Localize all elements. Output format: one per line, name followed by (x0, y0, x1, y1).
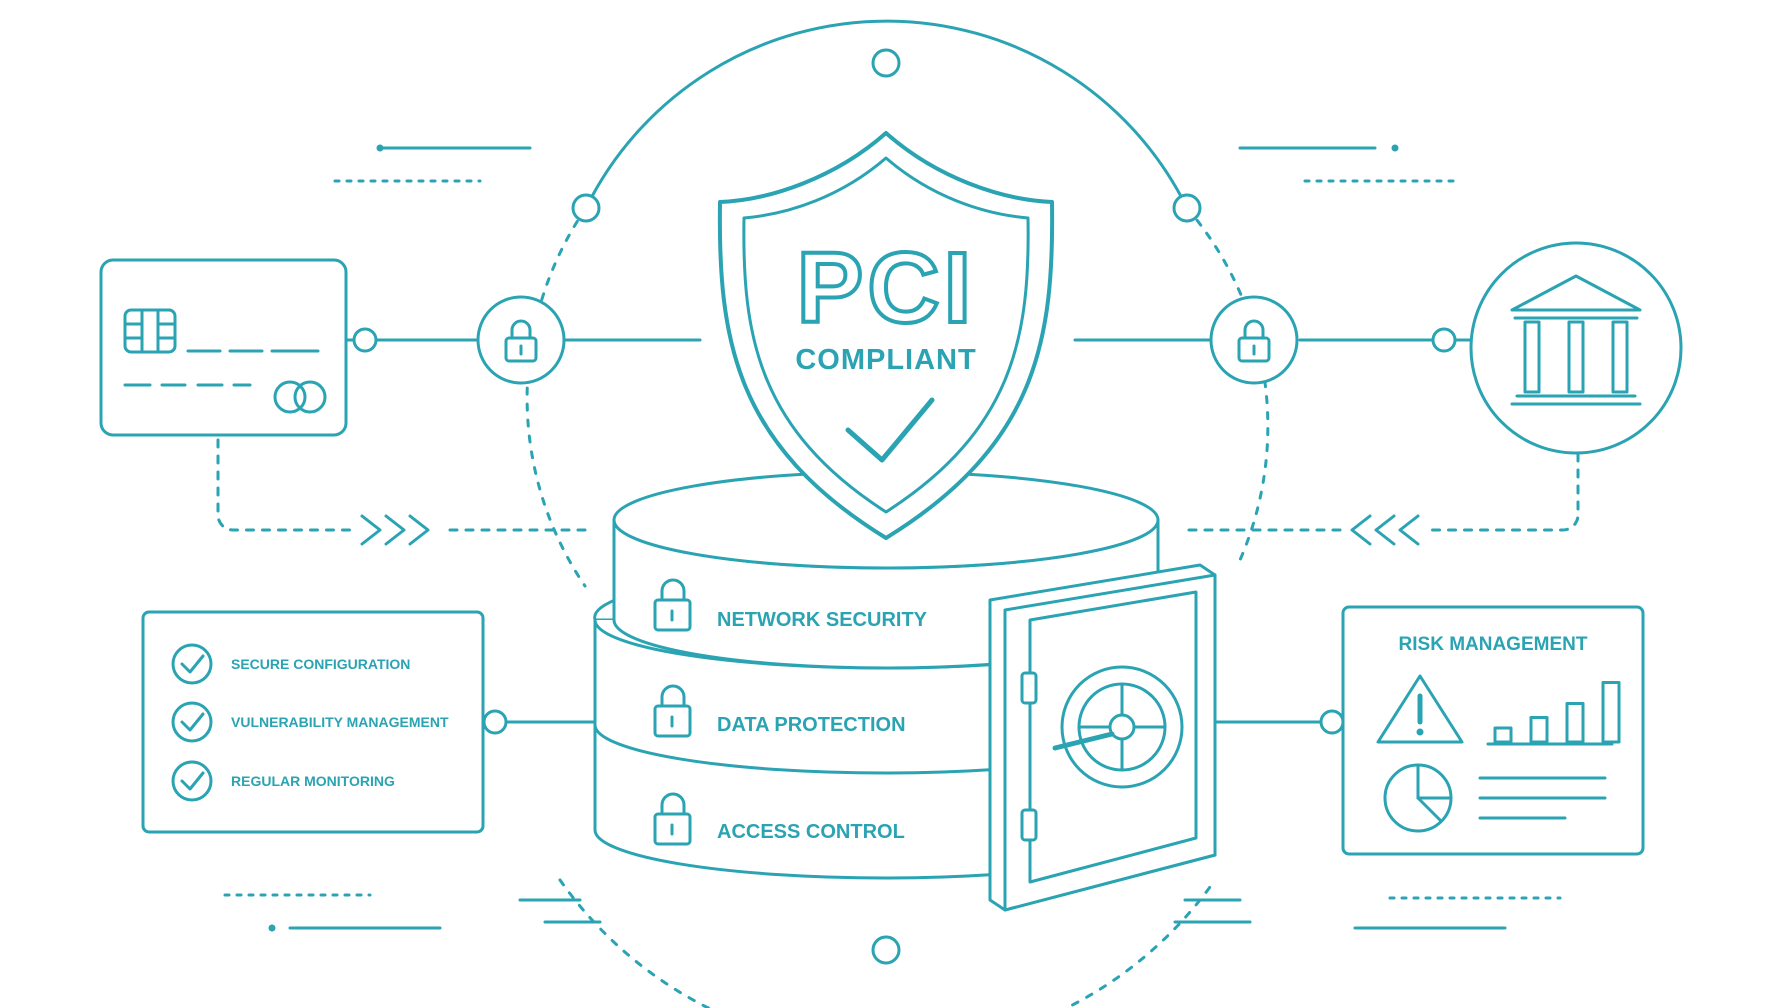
flow-in-left (216, 438, 587, 546)
flow-in-right (1183, 452, 1580, 546)
lock-icon-layer-1 (653, 578, 692, 632)
risk-bar (1493, 726, 1513, 744)
credit-card-icon (99, 258, 348, 437)
layer-label-1: NETWORK SECURITY (717, 609, 928, 631)
shield-icon (717, 131, 1055, 540)
orbit-node-bottom (871, 935, 901, 965)
layer-label-3: ACCESS CONTROL (717, 821, 905, 843)
safe-icon (988, 563, 1217, 912)
lock-icon (476, 295, 566, 385)
decor-lines (223, 144, 1562, 932)
lock-icon-layer-2 (653, 684, 692, 738)
chevron-right-icon (360, 514, 430, 546)
bank-connector (1073, 327, 1473, 353)
chip-icon (123, 308, 177, 354)
checklist-item-3: REGULAR MONITORING (231, 773, 395, 789)
risk-panel-title: RISK MANAGEMENT (1399, 634, 1588, 655)
lock-icon-layer-3 (653, 792, 692, 846)
warning-icon (1376, 674, 1464, 744)
check-icon-2 (171, 701, 213, 743)
shield-subtitle: COMPLIANT (795, 344, 976, 376)
shield-title: PCI (797, 232, 976, 344)
checkmark-icon (845, 397, 935, 463)
layer-label-2: DATA PROTECTION (717, 714, 906, 736)
risk-bar (1529, 716, 1549, 744)
checklist-item-1: SECURE CONFIGURATION (231, 656, 410, 672)
orbit-node-top (871, 48, 901, 78)
check-icon-1 (171, 643, 213, 685)
bar-chart-icon (1493, 681, 1621, 744)
card-connector (344, 327, 702, 353)
checklist-item-2: VULNERABILITY MANAGEMENT (231, 714, 449, 730)
orbit-node-left (571, 193, 601, 223)
pie-chart-icon (1383, 763, 1453, 833)
checklist-panel (141, 610, 597, 834)
bank-icon (1469, 241, 1683, 455)
check-icon-3 (171, 760, 213, 802)
risk-bar (1565, 702, 1585, 744)
chevron-left-icon (1350, 514, 1420, 546)
orbit-ring (525, 19, 1270, 1008)
orbit-node-right (1172, 193, 1202, 223)
risk-bar (1601, 681, 1621, 744)
risk-panel (1213, 605, 1645, 856)
lock-icon-right (1209, 295, 1299, 385)
